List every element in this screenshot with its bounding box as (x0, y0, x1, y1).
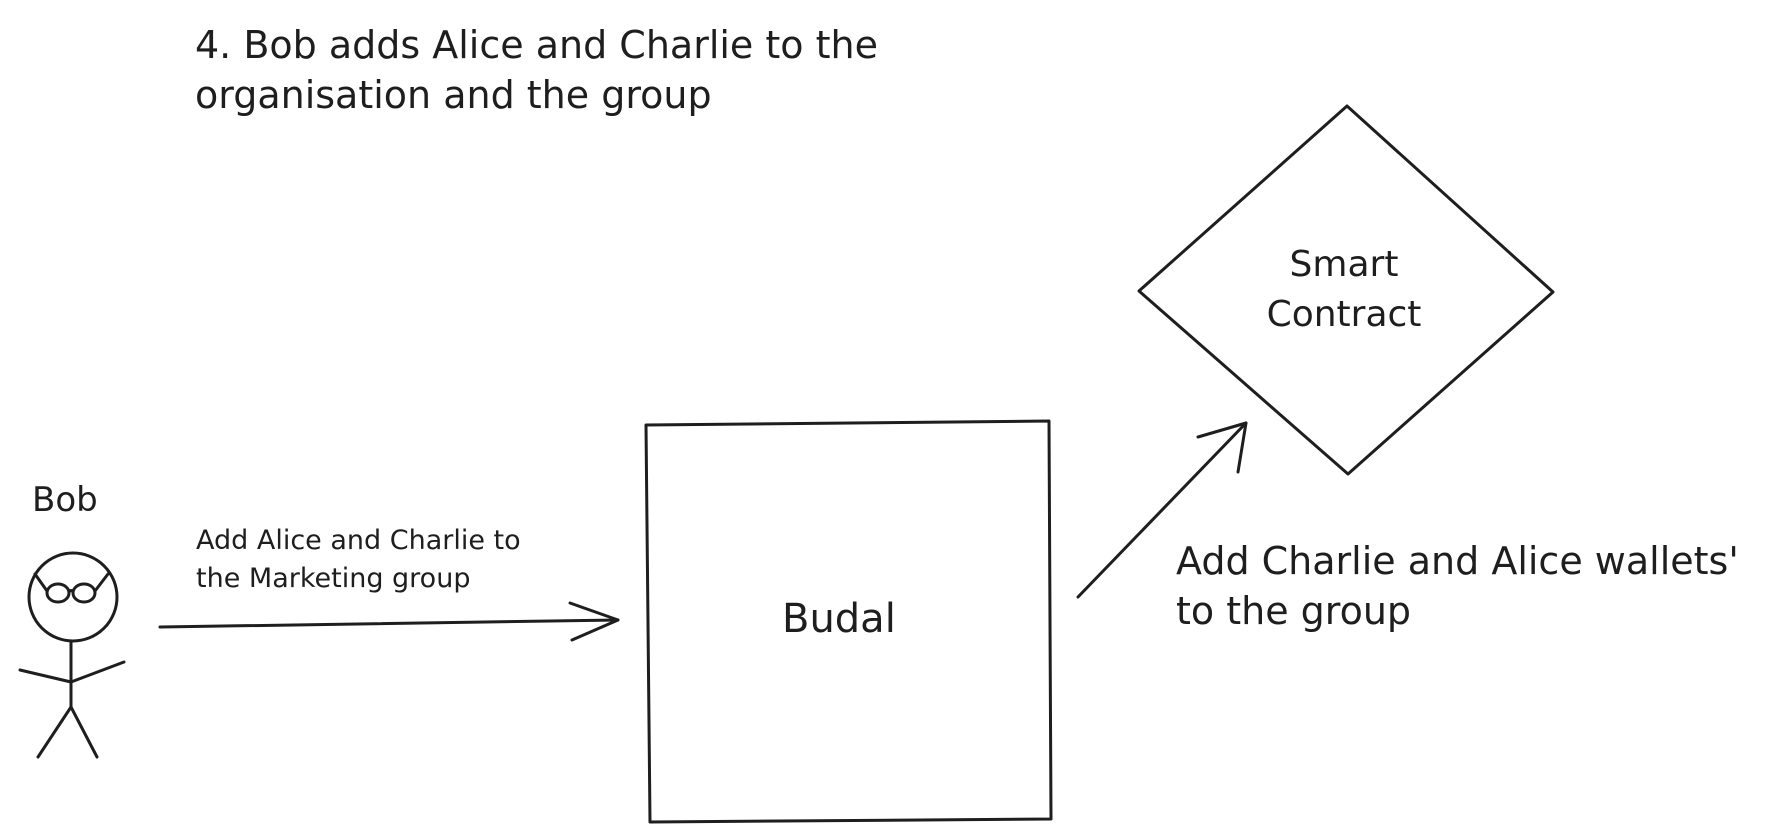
budal-label: Budal (782, 596, 896, 642)
arrow-to-budal-label-line-2: the Marketing group (196, 563, 471, 594)
bob-head (27, 551, 119, 643)
title-line-2: organisation and the group (195, 73, 712, 117)
arrow-bob-to-budal (158, 601, 620, 642)
arrow-to-contract-label: Add Charlie and Alice wallets' to the gr… (1176, 536, 1739, 636)
smart-contract-label-line-2: Contract (1266, 294, 1422, 335)
arrow-to-budal-label: Add Alice and Charlie to the Marketing g… (196, 522, 521, 598)
bob-label: Bob (32, 480, 98, 520)
arrow-budal-to-contract (1076, 421, 1248, 599)
arrow-to-contract-label-line-2: to the group (1176, 589, 1412, 633)
smart-contract-label-line-1: Smart (1289, 244, 1399, 285)
bob-left-leg (36, 705, 73, 759)
budal-box (644, 419, 1053, 824)
arrow-to-budal-label-line-1: Add Alice and Charlie to (196, 525, 521, 556)
smart-contract-diamond (1137, 104, 1555, 476)
bob-arms (18, 660, 126, 684)
bob-right-leg (69, 705, 99, 759)
title-line-1: 4. Bob adds Alice and Charlie to the (195, 23, 878, 67)
bob-stick-figure (18, 551, 126, 759)
diagram-title: 4. Bob adds Alice and Charlie to the org… (195, 20, 878, 120)
arrow-to-contract-label-line-1: Add Charlie and Alice wallets' (1176, 539, 1739, 583)
smart-contract-label: Smart Contract (1254, 240, 1434, 340)
glasses-icon (33, 572, 110, 604)
